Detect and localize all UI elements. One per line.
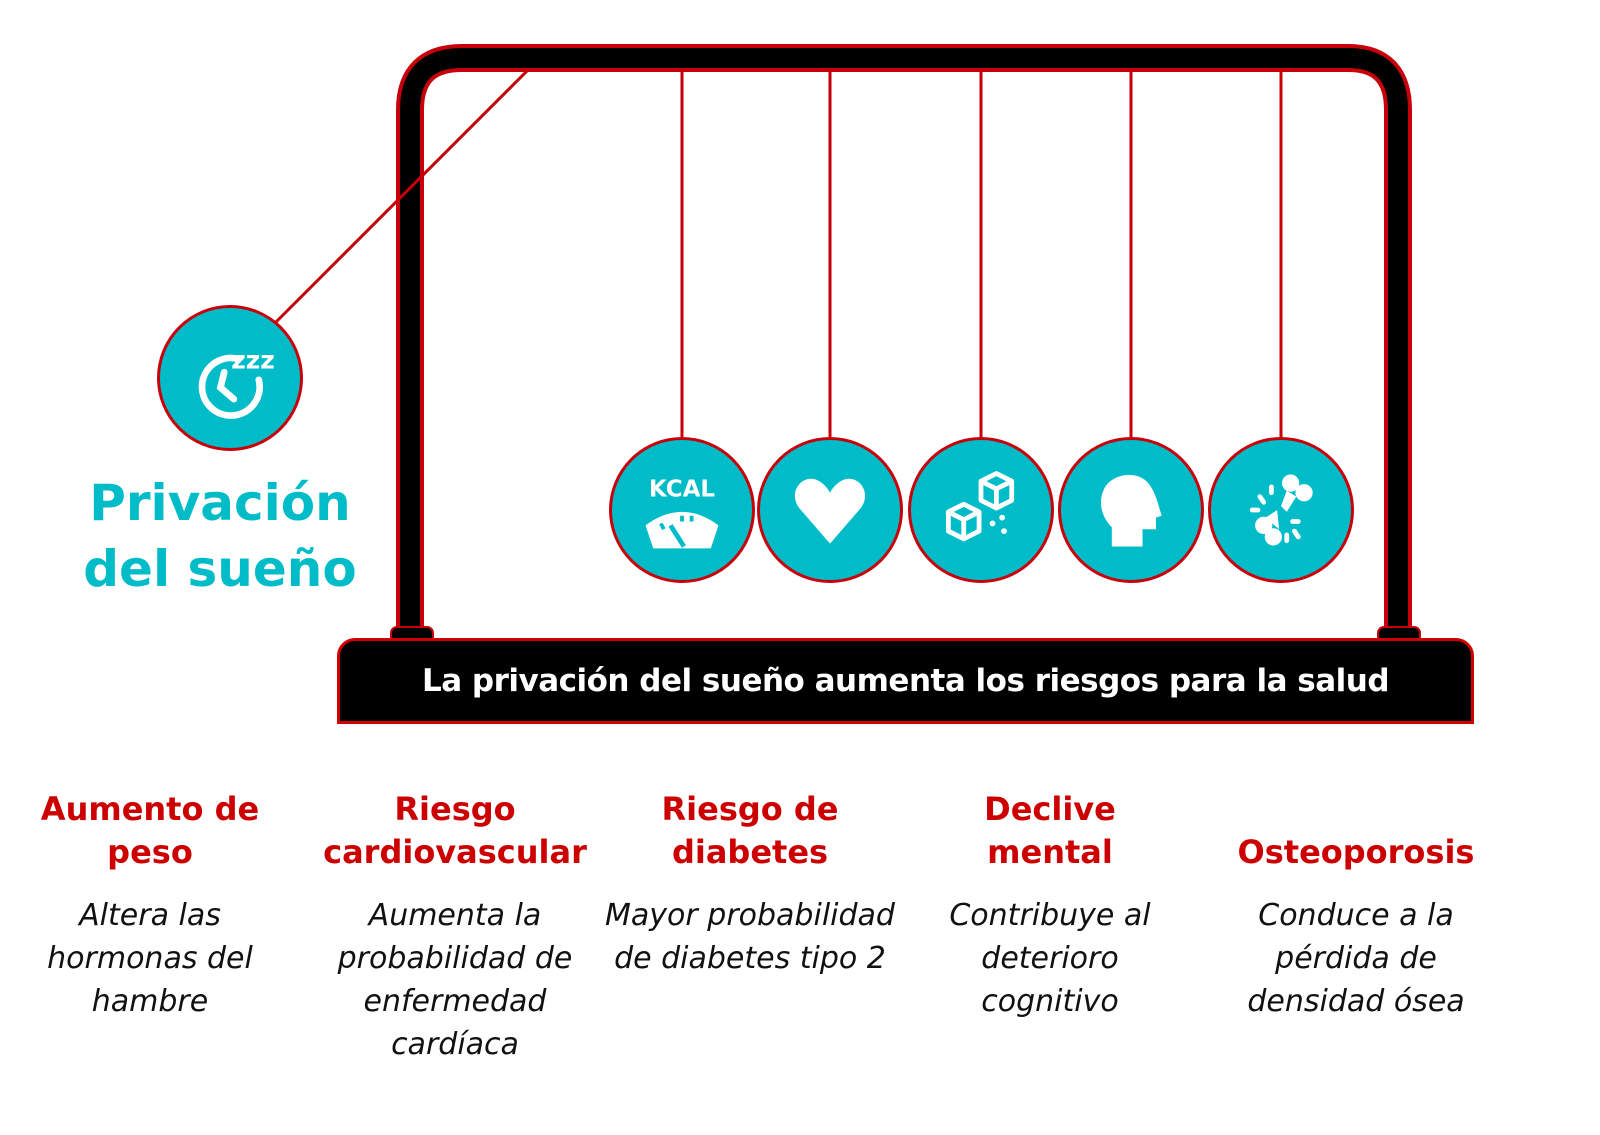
heart-icon [794, 478, 866, 544]
banner: La privación del sueño aumenta los riesg… [337, 638, 1474, 724]
sleep-ball: zzz [157, 305, 303, 451]
sugar-cubes-icon [945, 471, 1015, 542]
risk-title: Declive mental [984, 790, 1116, 871]
ball-weight: KCAL [609, 437, 755, 583]
ball-heart [757, 437, 903, 583]
banner-text: La privación del sueño aumenta los riesg… [421, 663, 1390, 699]
kcal-scale-icon: KCAL [645, 477, 719, 549]
strings [274, 68, 1283, 437]
main-title: Privación del sueño [60, 470, 380, 602]
sleep-clock-icon: zzz [198, 345, 275, 419]
risk-title: Aumento de peso [40, 790, 260, 871]
risk-title: Riesgo de diabetes [661, 790, 839, 871]
head-icon [1100, 474, 1162, 547]
svg-text:zzz: zzz [231, 345, 275, 374]
risk-weight: Aumento de peso Altera las hormonas del … [0, 788, 300, 1023]
risk-description: Altera las hormonas del hambre [47, 898, 253, 1019]
risk-mental: Declive mental Contribuye al deterioro c… [900, 788, 1200, 1023]
risk-description: Aumenta la probabilidad de enfermedad ca… [337, 898, 573, 1062]
risk-description: Conduce a la pérdida de densidad ósea [1247, 898, 1465, 1019]
risk-diabetes: Riesgo de diabetes Mayor probabilidad de… [600, 788, 900, 980]
ball-bone [1208, 437, 1354, 583]
risk-cardiovascular: Riesgo cardiovascular Aumenta la probabi… [305, 788, 605, 1066]
risk-description: Mayor probabilidad de diabetes tipo 2 [605, 898, 895, 976]
risk-title: Riesgo cardiovascular [323, 790, 587, 871]
broken-bone-icon [1249, 474, 1313, 546]
title-line-2: del sueño [83, 540, 357, 598]
risk-title: Osteoporosis [1237, 833, 1475, 871]
risk-description: Contribuye al deterioro cognitivo [949, 898, 1151, 1019]
risk-osteoporosis: Osteoporosis Conduce a la pérdida de den… [1206, 788, 1506, 1023]
title-line-1: Privación [89, 474, 351, 532]
ball-sugar [908, 437, 1054, 583]
svg-text:KCAL: KCAL [649, 477, 716, 503]
ball-brain [1058, 437, 1204, 583]
